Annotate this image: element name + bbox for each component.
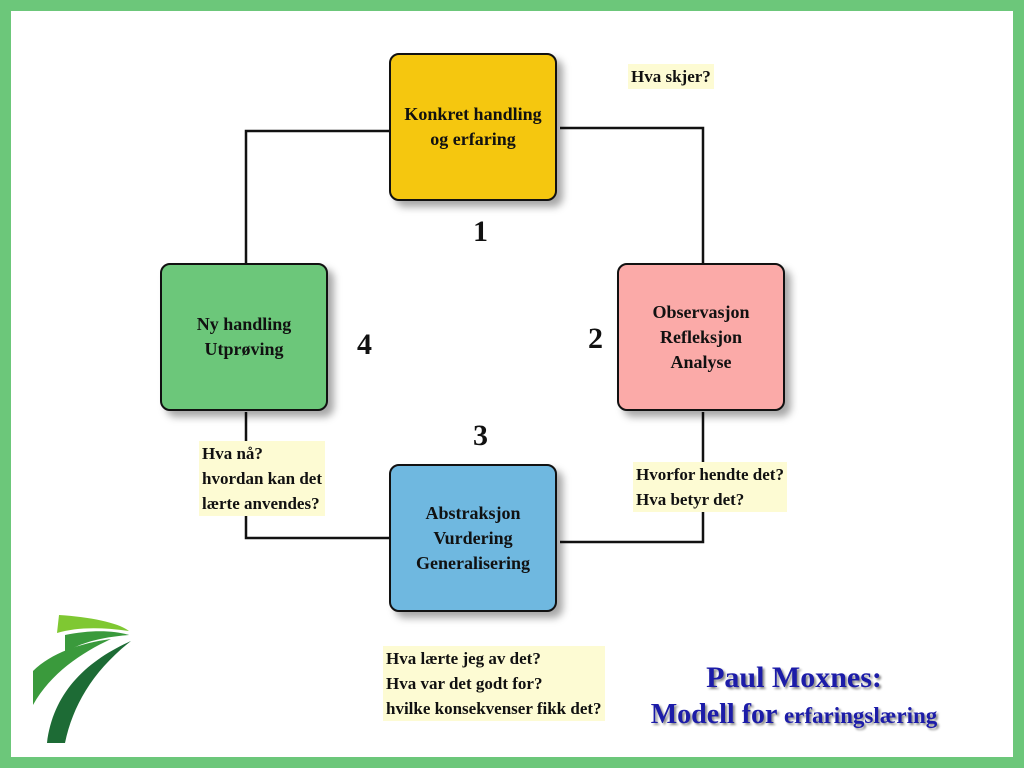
stage-number-3: 3 xyxy=(473,419,488,452)
box-line: Utprøving xyxy=(204,339,284,359)
box-line: og erfaring xyxy=(430,129,516,149)
stage-box-abstraction: Abstraksjon Vurdering Generalisering xyxy=(389,464,557,612)
slide: Konkret handling og erfaring Observasjon… xyxy=(11,11,1013,757)
note-line: hvordan kan det xyxy=(202,469,322,488)
cycle-connectors xyxy=(244,126,705,544)
connector-2-to-3 xyxy=(560,412,705,544)
stage-number-4: 4 xyxy=(357,328,372,361)
box-line: Refleksjon xyxy=(660,326,742,347)
model-credit: Paul Moxnes: Modell for erfaringslæring xyxy=(639,659,949,734)
credit-title: Modell for erfaringslæring xyxy=(639,697,949,734)
box-line: Ny handling xyxy=(196,314,292,334)
stage-box-new-action: Ny handling Utprøving xyxy=(160,263,328,411)
connector-4-to-1 xyxy=(244,129,390,264)
note-line: Hva betyr det? xyxy=(636,490,745,509)
note-what-now: Hva nå? hvordan kan det lærte anvendes? xyxy=(199,441,325,516)
box-line: Konkret handling xyxy=(404,104,542,124)
box-line: Generalisering xyxy=(416,552,530,573)
box-line: Vurdering xyxy=(433,527,513,548)
box-line: Observasjon xyxy=(652,301,750,322)
stage-number-2: 2 xyxy=(588,322,603,355)
credit-title-prefix: Modell for xyxy=(650,699,777,730)
box-line: Abstraksjon xyxy=(425,502,521,523)
stage-box-observation: Observasjon Refleksjon Analyse xyxy=(617,263,785,411)
note-what-learned: Hva lærte jeg av det? Hva var det godt f… xyxy=(383,646,605,721)
note-why: Hvorfor hendte det? Hva betyr det? xyxy=(633,462,787,512)
connector-1-to-2 xyxy=(560,126,705,264)
stage-number-1: 1 xyxy=(473,215,488,248)
credit-author: Paul Moxnes: xyxy=(706,661,882,694)
note-line: hvilke konsekvenser fikk det? xyxy=(386,699,602,718)
note-line: lærte anvendes? xyxy=(202,494,320,513)
note-what-happens: Hva skjer? xyxy=(628,64,714,89)
stage-box-concrete-action: Konkret handling og erfaring xyxy=(389,53,557,201)
box-line: Analyse xyxy=(670,351,732,372)
credit-title-suffix: erfaringslæring xyxy=(783,703,938,728)
logo-icon xyxy=(33,615,131,743)
note-line: Hva var det godt for? xyxy=(386,674,543,693)
note-line: Hva nå? xyxy=(202,444,263,463)
note-line: Hva lærte jeg av det? xyxy=(386,649,541,668)
note-line: Hva skjer? xyxy=(631,67,711,86)
note-line: Hvorfor hendte det? xyxy=(636,465,784,484)
